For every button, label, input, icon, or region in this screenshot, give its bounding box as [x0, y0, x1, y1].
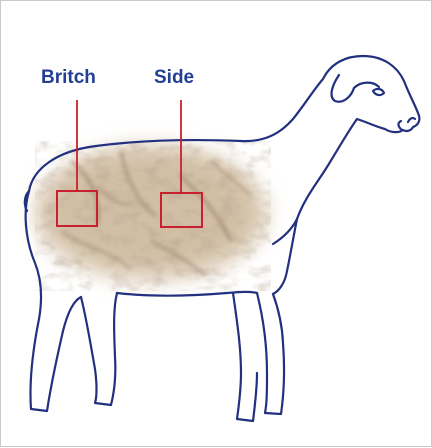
side-label: Side	[154, 68, 194, 88]
britch-label: Britch	[41, 68, 96, 88]
fleece-sample	[33, 141, 271, 291]
